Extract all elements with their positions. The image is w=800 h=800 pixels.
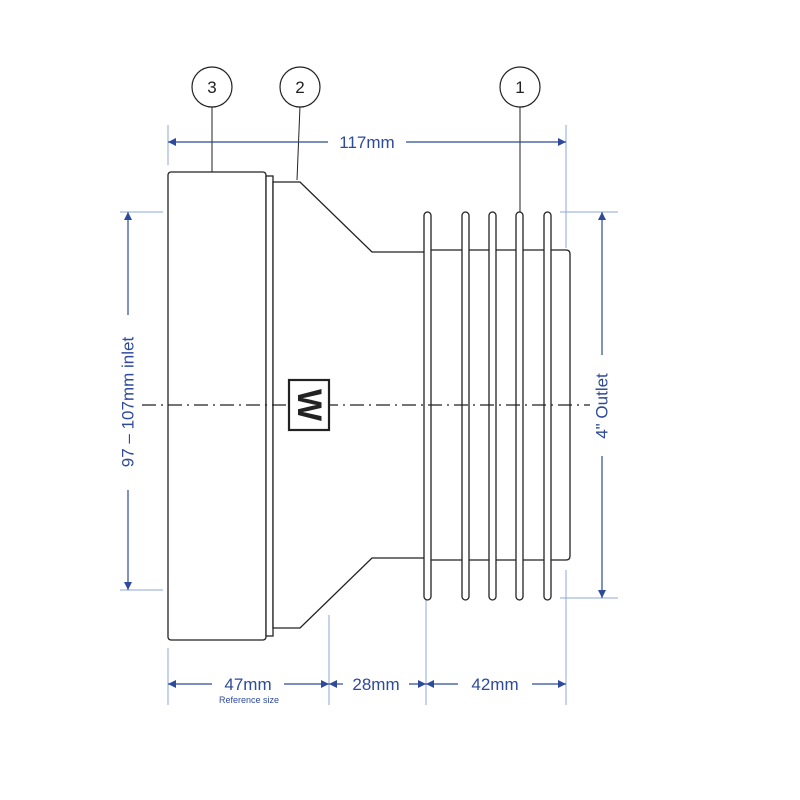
- outlet-fin-3: [488, 211, 497, 601]
- outlet-fin-4: [515, 211, 524, 601]
- overall-length-label: 117mm: [339, 133, 394, 152]
- taper-length-label: 28mm: [352, 675, 399, 694]
- outlet-fin-5: [543, 211, 552, 601]
- outlet-fin-2: [461, 211, 470, 601]
- logo-frame: [287, 378, 331, 432]
- callout-1-label: 1: [515, 78, 524, 97]
- dimension-labels: 117mm 47mm Reference size 28mm 42mm 97 –…: [119, 133, 612, 705]
- wras-logo: W: [287, 378, 331, 432]
- callout-3-label: 3: [207, 78, 216, 97]
- dimension-arrows: [124, 138, 606, 688]
- inlet-seal-ring: [265, 175, 274, 637]
- logo-letter: W: [290, 389, 328, 422]
- reference-size-note: Reference size: [219, 695, 279, 705]
- callout-2-leader: [296, 105, 301, 181]
- outlet-diameter-label: 4" Outlet: [593, 373, 612, 439]
- inlet-length-label: 47mm: [224, 675, 271, 694]
- connector-outline: [167, 171, 571, 641]
- callout-2-label: 2: [295, 78, 304, 97]
- callout-1-circle: [499, 66, 541, 108]
- inlet-diameter-label: 97 – 107mm inlet: [119, 337, 138, 468]
- callouts: 3 2 1: [191, 66, 541, 212]
- extension-lines: [120, 125, 618, 705]
- outlet-fin-1: [423, 211, 432, 601]
- outlet-length-label: 42mm: [471, 675, 518, 694]
- inlet-collar: [167, 171, 267, 641]
- callout-3-circle: [191, 66, 233, 108]
- callout-2-circle: [279, 66, 321, 108]
